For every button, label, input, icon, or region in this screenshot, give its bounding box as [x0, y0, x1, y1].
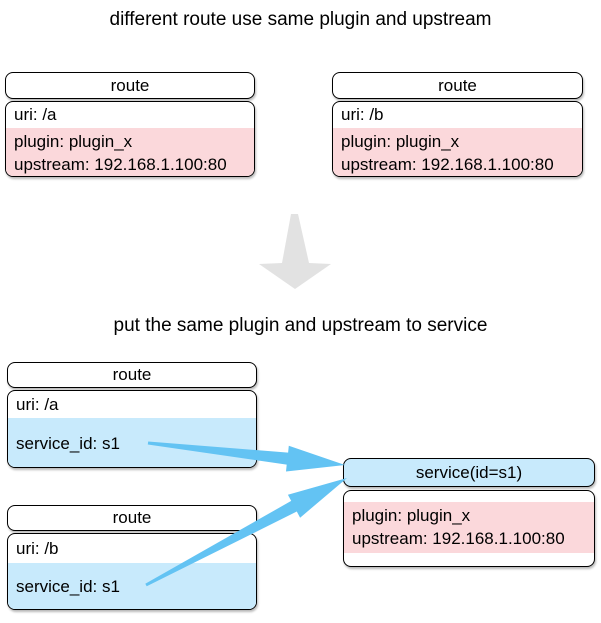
down-arrow-icon: [259, 214, 331, 289]
uri-row: uri: /b: [341, 105, 384, 124]
plugin-upstream-stripe: plugin: plugin_x upstream: 192.168.1.100…: [344, 502, 594, 553]
plugin-upstream-stripe: plugin: plugin_x upstream: 192.168.1.100…: [333, 128, 582, 176]
spacer: [344, 491, 594, 502]
uri-row: uri: /a: [16, 394, 59, 414]
upstream-line: upstream: 192.168.1.100:80: [341, 155, 554, 174]
service-body: plugin: plugin_x upstream: 192.168.1.100…: [343, 490, 595, 567]
route-b-before-box: route uri: /b plugin: plugin_x upstream:…: [332, 72, 583, 177]
service-header: service(id=s1): [343, 458, 595, 487]
route-header: route: [5, 72, 255, 99]
plugin-line: plugin: plugin_x: [14, 132, 133, 151]
uri-row: uri: /a: [14, 105, 57, 124]
service-id-stripe: service_id: s1: [8, 563, 256, 609]
route-b-after-box: route uri: /b service_id: s1: [7, 505, 257, 610]
route-body: uri: /a service_id: s1: [7, 390, 257, 468]
section1-title: different route use same plugin and upst…: [109, 9, 492, 30]
route-a-before-box: route uri: /a plugin: plugin_x upstream:…: [5, 72, 255, 177]
plugin-line: plugin: plugin_x: [352, 506, 471, 525]
plugin-line: plugin: plugin_x: [341, 132, 460, 151]
route-header: route: [332, 72, 583, 99]
plugin-upstream-stripe: plugin: plugin_x upstream: 192.168.1.100…: [6, 128, 254, 176]
uri-row: uri: /b: [16, 538, 59, 558]
route-body: uri: /b service_id: s1: [7, 533, 257, 610]
route-body: uri: /a plugin: plugin_x upstream: 192.1…: [5, 101, 255, 177]
section2-title: put the same plugin and upstream to serv…: [113, 315, 488, 336]
service-id-stripe: service_id: s1: [8, 418, 256, 467]
upstream-line: upstream: 192.168.1.100:80: [352, 529, 565, 548]
route-header: route: [7, 362, 257, 388]
route-body: uri: /b plugin: plugin_x upstream: 192.1…: [332, 101, 583, 177]
route-a-after-box: route uri: /a service_id: s1: [7, 362, 257, 468]
route-header: route: [7, 505, 257, 531]
service-box: service(id=s1) plugin: plugin_x upstream…: [343, 458, 595, 567]
upstream-line: upstream: 192.168.1.100:80: [14, 155, 227, 174]
